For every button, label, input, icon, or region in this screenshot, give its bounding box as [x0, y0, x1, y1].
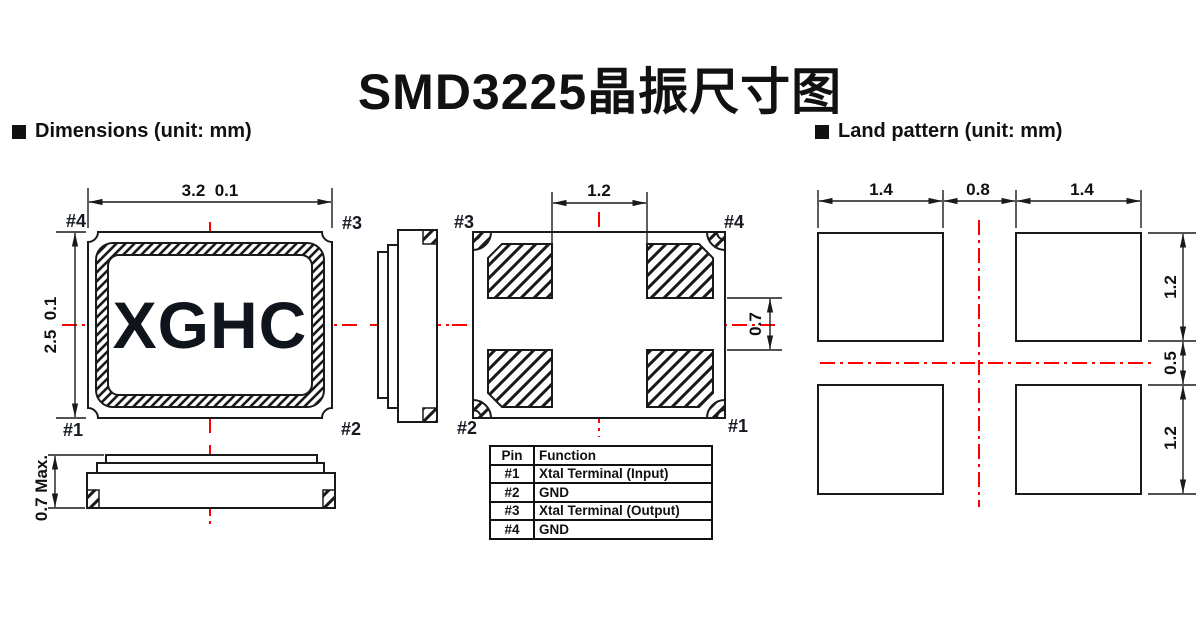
square-bullet-icon — [12, 124, 26, 139]
land-pattern-section-label: Land pattern (unit: mm) — [815, 120, 1062, 143]
thickness-dimension: 0.7 Max. — [32, 455, 51, 521]
pin-label: #4 — [66, 211, 86, 231]
height-dimension: 2.5 0.1 — [41, 297, 60, 354]
corner-land-hatch — [705, 398, 726, 419]
pin-label: #4 — [724, 212, 744, 232]
lid-profile — [105, 454, 318, 464]
corner-land-hatch — [472, 231, 493, 252]
pin-label: #1 — [63, 420, 83, 440]
side-view: 0.7 Max. — [32, 445, 336, 527]
land-pad-top-right — [1015, 232, 1142, 342]
pad-hatch-bottom-left — [487, 349, 553, 408]
pin-label: #3 — [342, 213, 362, 233]
pad-width-dimension: 1.4 — [1070, 180, 1094, 199]
table-header-row: Pin Function — [489, 445, 713, 466]
pin-column-header: Pin — [489, 445, 535, 466]
pin-number: #1 — [489, 463, 535, 484]
profile-view — [370, 229, 450, 423]
pin-function: Xtal Terminal (Output) — [533, 500, 713, 521]
pad-height-dimension: 1.2 — [1161, 275, 1180, 299]
castellation-hatch — [86, 489, 100, 509]
land-pattern-section-text: Land pattern (unit: mm) — [838, 120, 1063, 142]
top-view: XGHC 3.2 0.1 2.5 0.1 #4 #3 #1 #2 — [41, 181, 362, 440]
pad-width-dimension: 1.4 — [869, 180, 893, 199]
pin-label: #1 — [728, 416, 748, 436]
pin-label: #3 — [454, 212, 474, 232]
mid-profile — [387, 244, 399, 409]
pad-hatch-top-right — [646, 243, 714, 299]
lid-profile — [377, 251, 389, 399]
pin-function: Xtal Terminal (Input) — [533, 463, 713, 484]
pad-gap-dimension: 1.2 — [587, 181, 611, 200]
pad-gap-dimension: 0.8 — [966, 180, 990, 199]
castellation-hatch — [322, 489, 336, 509]
pin-number: #4 — [489, 519, 535, 540]
dimensions-section-label: Dimensions (unit: mm) — [12, 120, 252, 143]
pad-gap-dimension: 0.5 — [1161, 351, 1180, 375]
pin-label: #2 — [341, 419, 361, 439]
land-pad-bottom-left — [817, 384, 944, 495]
pin-label: #2 — [457, 418, 477, 438]
mid-profile — [96, 462, 325, 474]
square-bullet-icon — [815, 124, 829, 139]
pad-hatch-top-left — [487, 243, 553, 299]
function-column-header: Function — [533, 445, 713, 466]
dimensions-section-text: Dimensions (unit: mm) — [35, 120, 252, 142]
castellation-hatch — [422, 229, 438, 245]
table-row: #1 Xtal Terminal (Input) — [489, 463, 713, 484]
base-profile — [86, 472, 336, 509]
pin-function: GND — [533, 519, 713, 540]
land-pad-bottom-right — [1015, 384, 1142, 495]
lid-face — [107, 254, 313, 396]
pin-number: #2 — [489, 482, 535, 503]
base-profile — [397, 229, 438, 423]
pad-hatch-bottom-right — [646, 349, 714, 408]
land-pad-top-left — [817, 232, 944, 342]
pad-vertical-gap-dimension: 0.7 — [746, 312, 765, 336]
width-dimension: 3.2 0.1 — [182, 181, 239, 200]
pin-number: #3 — [489, 500, 535, 521]
corner-land-hatch — [705, 231, 726, 252]
corner-land-hatch — [472, 398, 493, 419]
table-row: #3 Xtal Terminal (Output) — [489, 500, 713, 521]
bottom-view: 1.2 0.7 #3 #4 #2 #1 — [452, 181, 782, 438]
pad-height-dimension: 1.2 — [1161, 426, 1180, 450]
table-row: #2 GND — [489, 482, 713, 503]
table-row: #4 GND — [489, 519, 713, 540]
castellation-hatch — [422, 407, 438, 423]
pin-function-table: Pin Function #1 Xtal Terminal (Input) #2… — [489, 445, 713, 540]
page-title: SMD3225晶振尺寸图 — [357, 64, 843, 120]
part-marking: XGHC — [113, 288, 308, 362]
pin-function: GND — [533, 482, 713, 503]
land-pattern-view: 1.4 0.8 1.4 1.2 0.5 1.2 — [817, 180, 1196, 507]
